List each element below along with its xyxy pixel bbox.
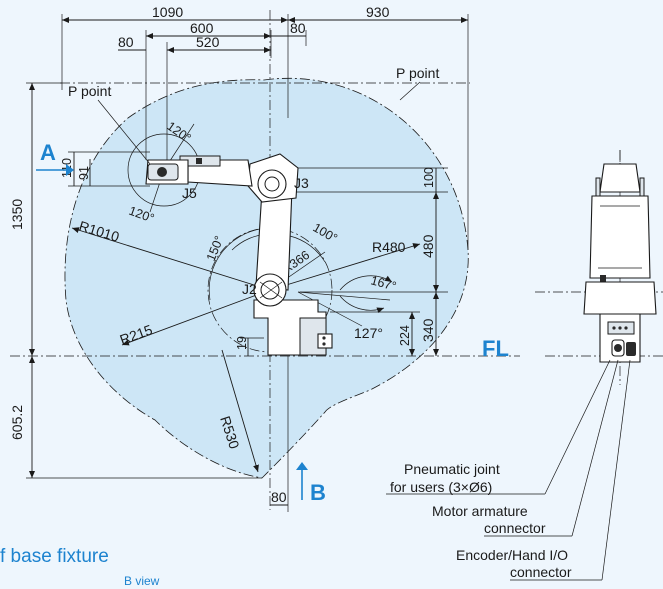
left-dimensions: 1350 605.2 110 91 <box>9 82 262 479</box>
dim-600: 600 <box>190 20 214 36</box>
robot-side-view <box>583 150 657 363</box>
caption-main: f base fixture <box>0 546 109 567</box>
encoder-label-line2: connector <box>510 564 572 580</box>
side-wrist <box>599 163 641 193</box>
callouts: Pneumatic joint for users (3×Ø6) Motor a… <box>386 359 631 581</box>
arrow-b-label: B <box>310 480 326 505</box>
r480-label: R480 <box>372 239 406 255</box>
dim-480-vertical: 480 <box>420 234 436 258</box>
arrow-b-icon <box>296 462 308 470</box>
dim-930: 930 <box>366 4 390 20</box>
dim-340: 340 <box>420 318 436 342</box>
top-dimensions: 1090 930 600 80 80 520 <box>61 4 469 250</box>
right-dimensions: 100 480 340 224 19 <box>235 167 448 356</box>
p-point-left-label: P point <box>68 83 111 99</box>
dim-605-2: 605.2 <box>9 405 25 440</box>
j3-label: J3 <box>294 175 309 191</box>
side-arm <box>589 195 651 279</box>
joint-labels: P point P point J2 J3 J5 <box>68 65 439 297</box>
p-point-right-label: P point <box>396 65 439 81</box>
dim-1090: 1090 <box>152 4 183 20</box>
view-markers: A B FL <box>36 140 509 505</box>
bottom-dimension: 80 <box>270 356 289 512</box>
angle-167-label: 167° <box>369 273 398 293</box>
dim-224: 224 <box>398 325 412 346</box>
angle-127-label: 127° <box>354 325 383 341</box>
j2-label: J2 <box>242 281 257 297</box>
arrow-a-label: A <box>40 140 56 165</box>
motor-label-line2: connector <box>484 520 546 536</box>
dim-80-bottom: 80 <box>271 489 287 505</box>
caption: f base fixture B view <box>0 546 160 588</box>
encoder-label-line1: Encoder/Hand I/O <box>456 547 568 563</box>
robot-main-view <box>145 153 333 356</box>
dim-1350: 1350 <box>9 199 25 230</box>
caption-sub: B view <box>124 574 160 588</box>
motor-label-line1: Motor armature <box>432 503 528 519</box>
side-base-top <box>583 281 657 315</box>
dim-19: 19 <box>235 336 249 350</box>
dim-80-top-left: 80 <box>118 34 134 50</box>
pneumatic-label-line1: Pneumatic joint <box>404 461 500 477</box>
dim-80-top-right: 80 <box>290 20 306 36</box>
pneumatic-label-line2: for users (3×Ø6) <box>390 479 492 495</box>
arrow-a-icon <box>66 164 74 176</box>
fl-label: FL <box>482 336 509 361</box>
dim-91: 91 <box>77 166 91 180</box>
dim-100: 100 <box>422 167 436 188</box>
dim-520: 520 <box>196 34 220 50</box>
j5-label: J5 <box>182 185 197 201</box>
